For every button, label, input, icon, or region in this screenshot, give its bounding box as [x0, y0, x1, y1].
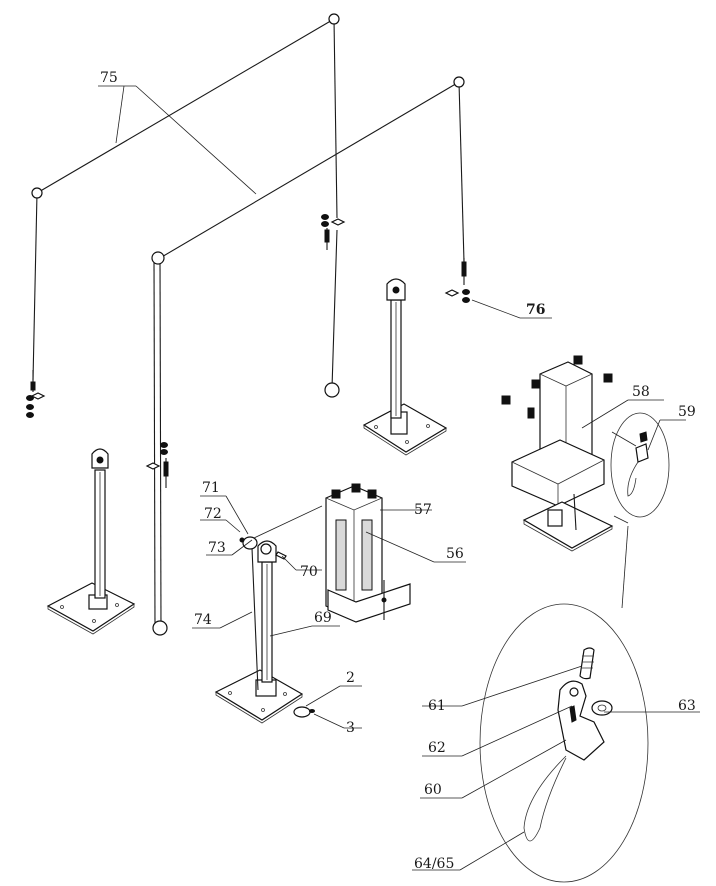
cable-terminal-left — [26, 370, 46, 418]
pulley-front-left — [151, 251, 165, 265]
callout-75: 75 — [100, 70, 118, 86]
post-rear — [362, 278, 448, 456]
callout-57: 57 — [414, 502, 432, 518]
callout-70: 70 — [300, 564, 318, 580]
callout-62: 62 — [428, 740, 446, 756]
callout-64-65: 64/65 — [414, 856, 454, 872]
pulley-rear-bottom — [324, 382, 340, 398]
post-front — [214, 536, 315, 724]
callout-58: 58 — [632, 384, 650, 400]
callout-labels: 75 76 58 59 57 56 71 72 73 70 74 69 2 3 … — [100, 70, 696, 872]
callout-69: 69 — [314, 610, 332, 626]
callout-3: 3 — [346, 720, 355, 736]
callout-60: 60 — [424, 782, 442, 798]
pulley-front-bottom — [152, 620, 168, 636]
callout-76: 76 — [526, 302, 545, 318]
callout-2: 2 — [346, 670, 355, 686]
pulley-top-left — [31, 187, 43, 199]
leader-lines — [98, 85, 700, 871]
pulley-top-right — [453, 76, 465, 88]
callout-73: 73 — [208, 540, 226, 556]
cable-terminal-front — [145, 442, 169, 488]
callout-59: 59 — [678, 404, 696, 420]
cable-terminal-rear — [321, 214, 346, 250]
callout-56: 56 — [446, 546, 464, 562]
callout-61: 61 — [428, 698, 446, 714]
cable-frame — [31, 13, 465, 636]
post-left — [46, 448, 136, 635]
callout-71: 71 — [202, 480, 220, 496]
detail-circle-small — [610, 412, 670, 524]
cable-terminal-right — [444, 258, 470, 303]
callout-74: 74 — [194, 612, 212, 628]
column-bracket-56 — [325, 483, 411, 623]
pulley-top-mid — [328, 13, 340, 25]
detail-circle-large — [479, 525, 649, 883]
callout-63: 63 — [678, 698, 696, 714]
column-bracket-58 — [501, 355, 614, 552]
callout-72: 72 — [204, 506, 222, 522]
